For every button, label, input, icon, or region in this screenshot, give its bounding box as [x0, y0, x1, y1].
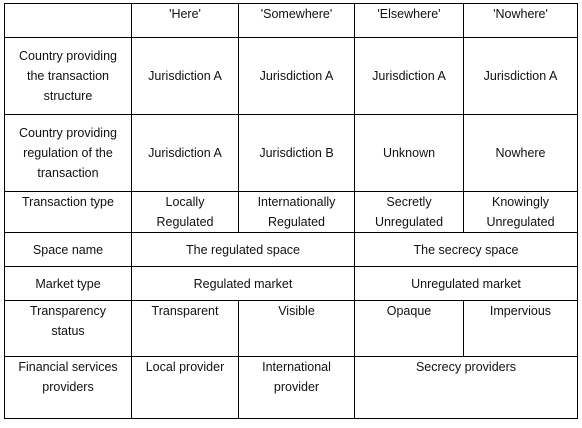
header-somewhere: 'Somewhere' — [238, 3, 355, 38]
table-cell: Visible — [238, 300, 355, 357]
row-label-transaction-type: Transaction type — [4, 191, 132, 233]
row-label-regulation: Country providing regulation of the tran… — [4, 114, 132, 192]
table-cell: Unknown — [354, 114, 464, 192]
row-label-transparency: Transparency status — [4, 300, 132, 357]
header-elsewhere: 'Elsewhere' — [354, 3, 464, 38]
label-line: the transaction — [27, 69, 109, 83]
row-label-market-type: Market type — [4, 266, 132, 301]
table-cell: Jurisdiction A — [131, 114, 239, 192]
table-cell: Local provider — [131, 356, 239, 419]
table-cell: The secrecy space — [354, 232, 578, 267]
cell-line: Unregulated — [486, 215, 555, 229]
table-cell: International provider — [238, 356, 355, 419]
row-label-structure: Country providing the transaction struct… — [4, 37, 132, 115]
table-cell: Knowingly Unregulated — [463, 191, 578, 233]
label-line: Financial services — [18, 360, 118, 374]
table-cell: Locally Regulated — [131, 191, 239, 233]
label-line: providers — [42, 380, 94, 394]
cell-line: Secretly — [386, 195, 432, 209]
label-line: status — [51, 324, 85, 338]
label-line: Transparency — [30, 304, 106, 318]
table-cell: Impervious — [463, 300, 578, 357]
cell-line: Regulated — [156, 215, 214, 229]
header-here: 'Here' — [131, 3, 239, 38]
label-line: Country providing — [19, 126, 117, 140]
table-cell: Secretly Unregulated — [354, 191, 464, 233]
cell-line: Unregulated — [374, 215, 444, 229]
cell-line: Knowingly — [492, 195, 549, 209]
cell-line: Locally — [165, 195, 205, 209]
table-row-transaction-type: Transaction type Locally Regulated Inter… — [4, 191, 578, 233]
table-header-row: 'Here' 'Somewhere' 'Elsewhere' 'Nowhere' — [4, 3, 578, 38]
table-cell: Secrecy providers — [354, 356, 578, 419]
table-cell: Jurisdiction B — [238, 114, 355, 192]
cell-line: Internationally — [257, 195, 336, 209]
header-nowhere: 'Nowhere' — [463, 3, 578, 38]
table-cell: Jurisdiction A — [131, 37, 239, 115]
table-row-transparency: Transparency status Transparent Visible … — [4, 300, 578, 357]
table-cell: Opaque — [354, 300, 464, 357]
label-line: Country providing — [19, 49, 117, 63]
row-label-providers: Financial services providers — [4, 356, 132, 419]
label-line: transaction — [37, 166, 99, 180]
table-cell: Unregulated market — [354, 266, 578, 301]
row-label-space-name: Space name — [4, 232, 132, 267]
table-row-market-type: Market type Regulated market Unregulated… — [4, 266, 578, 301]
table-cell: Transparent — [131, 300, 239, 357]
cell-line: International — [262, 360, 331, 374]
table-cell: Regulated market — [131, 266, 355, 301]
table-cell: The regulated space — [131, 232, 355, 267]
table-cell: Nowhere — [463, 114, 578, 192]
table-cell: Internationally Regulated — [238, 191, 355, 233]
jurisdiction-comparison-table: 'Here' 'Somewhere' 'Elsewhere' 'Nowhere'… — [4, 3, 578, 419]
table-row-space-name: Space name The regulated space The secre… — [4, 232, 578, 267]
label-line: regulation of the — [23, 146, 113, 160]
cell-line: Secrecy providers — [415, 360, 517, 374]
table-row-regulation: Country providing regulation of the tran… — [4, 114, 578, 192]
cell-line: Regulated — [268, 215, 325, 229]
table-cell: Jurisdiction A — [463, 37, 578, 115]
header-empty-cell — [4, 3, 132, 38]
label-line: structure — [43, 89, 93, 103]
table-cell: Jurisdiction A — [354, 37, 464, 115]
cell-line: Local provider — [145, 360, 225, 374]
comparison-table-container: 'Here' 'Somewhere' 'Elsewhere' 'Nowhere'… — [4, 3, 578, 419]
table-cell: Jurisdiction A — [238, 37, 355, 115]
table-row-providers: Financial services providers Local provi… — [4, 356, 578, 419]
cell-line: provider — [273, 380, 320, 394]
table-row-structure: Country providing the transaction struct… — [4, 37, 578, 115]
